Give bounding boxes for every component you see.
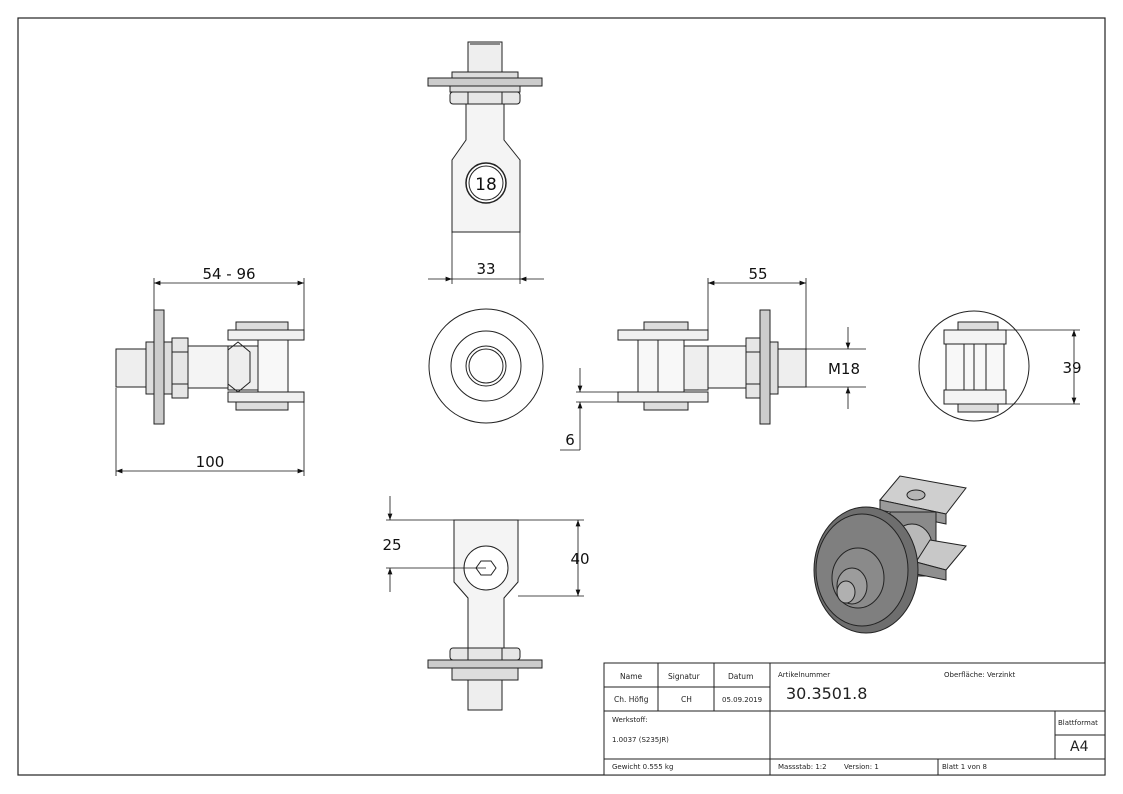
dim-39-label: 39: [1062, 359, 1081, 377]
tb-artikelnummer-label: Artikelnummer: [778, 671, 831, 679]
dimension-6: [560, 368, 618, 451]
dimension-54-96: [153, 278, 305, 330]
tb-gewicht: Gewicht 0.555 kg: [612, 763, 674, 771]
top-view: [427, 41, 543, 233]
tb-werkstoff-label: Werkstoff:: [612, 716, 648, 724]
tb-header-signatur: Signatur: [668, 672, 700, 681]
sheet-border: [17, 17, 1106, 776]
front-view: [428, 308, 544, 424]
dimension-33: [428, 232, 544, 284]
tb-header-datum: Datum: [728, 672, 754, 681]
tb-signatur: CH: [681, 695, 692, 704]
dim-55-label: 55: [748, 265, 767, 283]
dimension-40: [518, 519, 584, 597]
tb-header-name: Name: [620, 672, 643, 681]
dimension-100: [115, 388, 305, 476]
part-marking-text: 18: [475, 175, 497, 195]
tb-blattformat: A4: [1070, 739, 1089, 755]
tb-blattformat-label: Blattformat: [1058, 719, 1098, 727]
tb-name: Ch. Höfig: [614, 695, 649, 704]
tb-blatt: Blatt 1 von 8: [942, 763, 987, 771]
right-side-view: [617, 309, 807, 425]
tb-artikelnummer: 30.3501.8: [786, 684, 868, 703]
tb-massstab: Massstab: 1:2: [778, 763, 827, 771]
dim-6-label: 6: [565, 431, 575, 449]
dimension-25: [386, 496, 486, 592]
dim-40-label: 40: [570, 550, 589, 568]
dimension-55: [707, 278, 807, 349]
far-right-view: [918, 310, 1030, 422]
part-marking-circle: [465, 162, 507, 204]
dim-M18-label: M18: [828, 360, 860, 378]
tb-version: Version: 1: [844, 763, 879, 771]
dimension-39: [1006, 329, 1080, 405]
tb-werkstoff: 1.0037 (S235JR): [612, 736, 669, 744]
isometric-view: [813, 475, 967, 634]
dim-25-label: 25: [382, 536, 401, 554]
dim-54-96-label: 54 - 96: [202, 265, 255, 283]
bottom-view: [427, 519, 543, 711]
left-side-view: [115, 309, 305, 425]
title-block: [603, 662, 1106, 776]
tb-datum: 05.09.2019: [722, 696, 763, 704]
tb-oberflaeche: Oberfläche: Verzinkt: [944, 671, 1016, 679]
dimension-M18: [806, 327, 866, 409]
dim-100-label: 100: [196, 453, 225, 471]
dim-33-label: 33: [476, 260, 495, 278]
